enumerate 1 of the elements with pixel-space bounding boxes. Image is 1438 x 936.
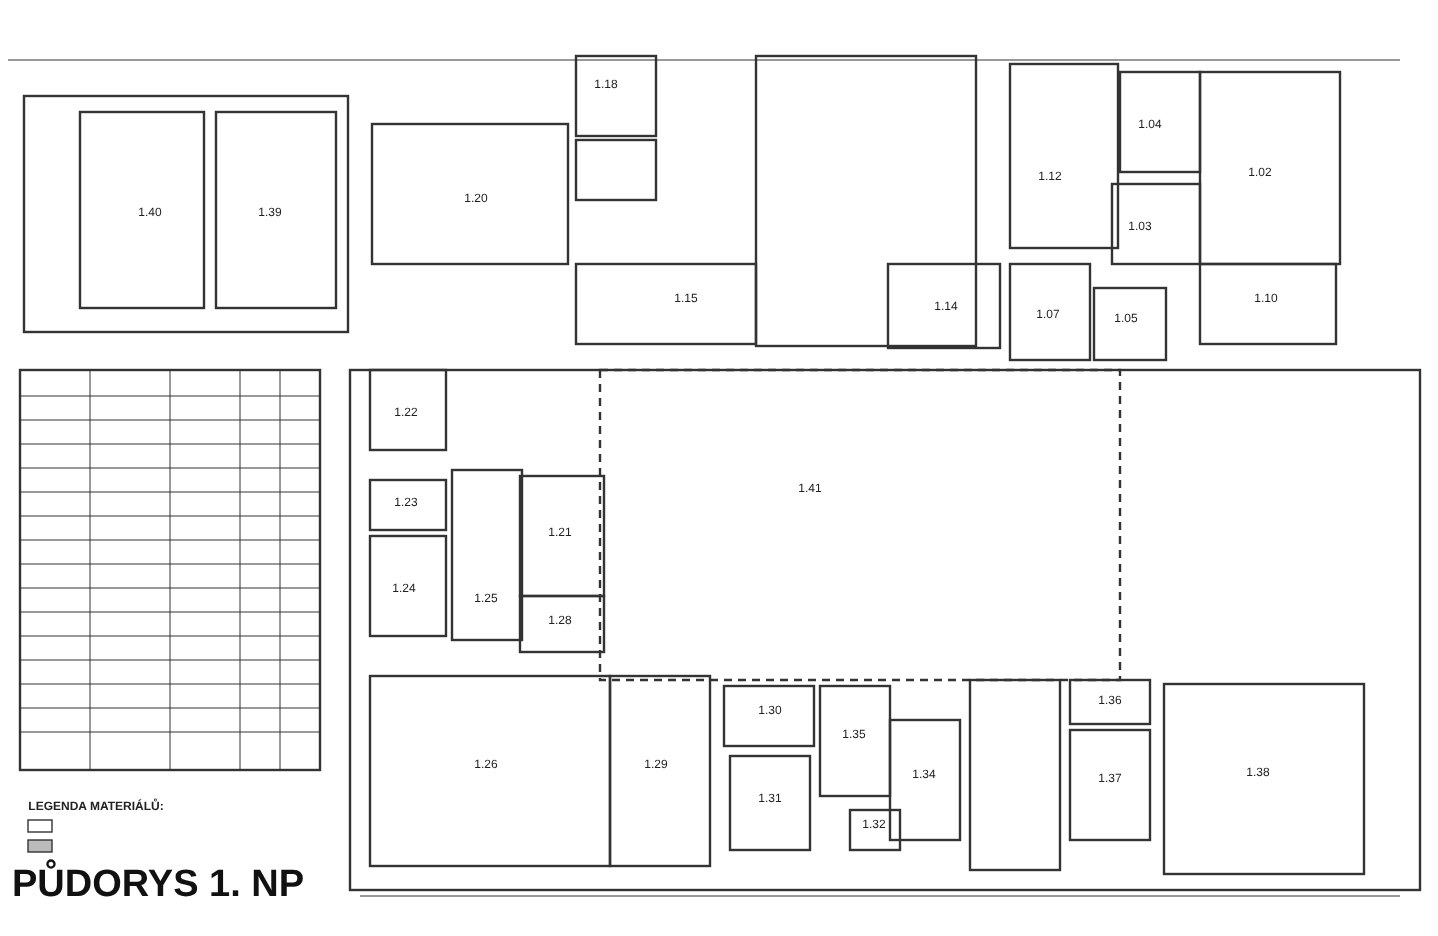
plan-title: PŮDORYS 1. NP xyxy=(12,864,305,908)
